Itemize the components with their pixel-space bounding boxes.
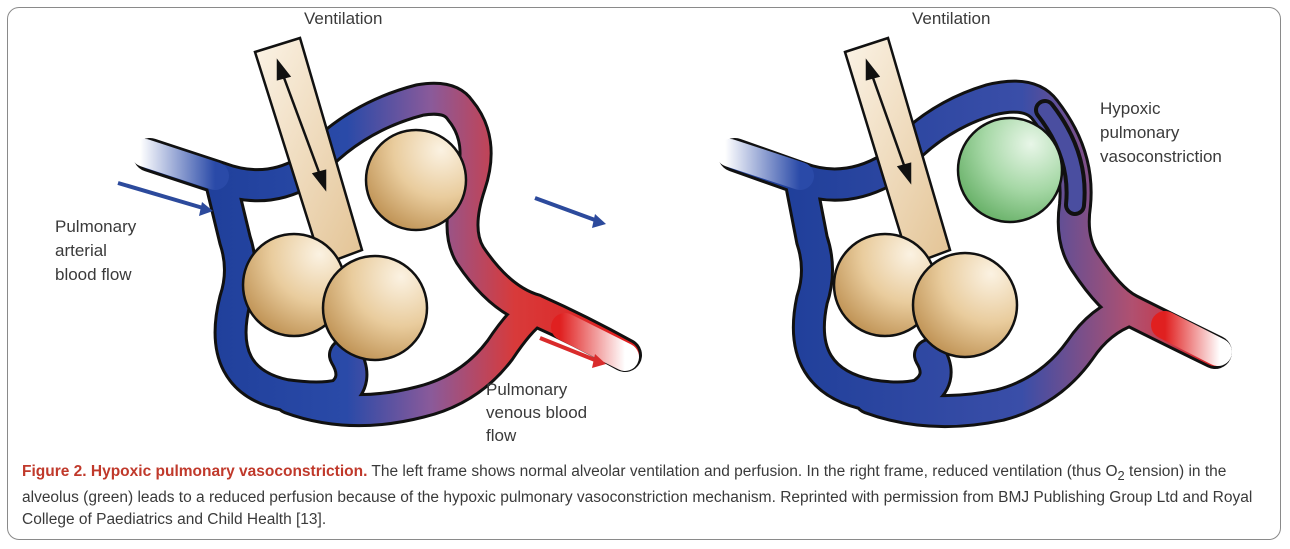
venous-label-line-1: Pulmonary (486, 380, 568, 399)
hpv-label-line-2: pulmonary (1100, 123, 1180, 142)
caption-subscript: 2 (1118, 468, 1125, 483)
caption-text-1: The left frame shows normal alveolar ven… (367, 463, 1117, 480)
left-alveolus-bottom (323, 256, 427, 360)
right-airway (845, 38, 950, 265)
venous-label-line-2: venous blood (486, 403, 587, 422)
venous-label-line-3: flow (486, 426, 517, 445)
left-alveolus-top (366, 130, 466, 230)
hpv-label-line-1: Hypoxic (1100, 99, 1161, 118)
arterial-label-line-1: Pulmonary (55, 217, 137, 236)
arterial-label-line-3: blood flow (55, 265, 132, 284)
right-ventilation-label: Ventilation (912, 9, 990, 28)
hpv-label-line-3: vasoconstriction (1100, 147, 1222, 166)
left-venous-flow-arrow-top (535, 198, 606, 228)
arterial-label-line-2: arterial (55, 241, 107, 260)
right-alveolus-bottom (913, 253, 1017, 357)
left-ventilation-label: Ventilation (304, 9, 382, 28)
caption-title: Figure 2. Hypoxic pulmonary vasoconstric… (22, 463, 367, 480)
right-panel: Ventilation Hypoxic pulmonary vasoconstr… (730, 9, 1222, 411)
right-alveolus-hypoxic (958, 118, 1062, 222)
figure-caption: Figure 2. Hypoxic pulmonary vasoconstric… (22, 461, 1268, 531)
left-panel: Ventilation Pulmonary arterial blood flo… (55, 9, 625, 445)
